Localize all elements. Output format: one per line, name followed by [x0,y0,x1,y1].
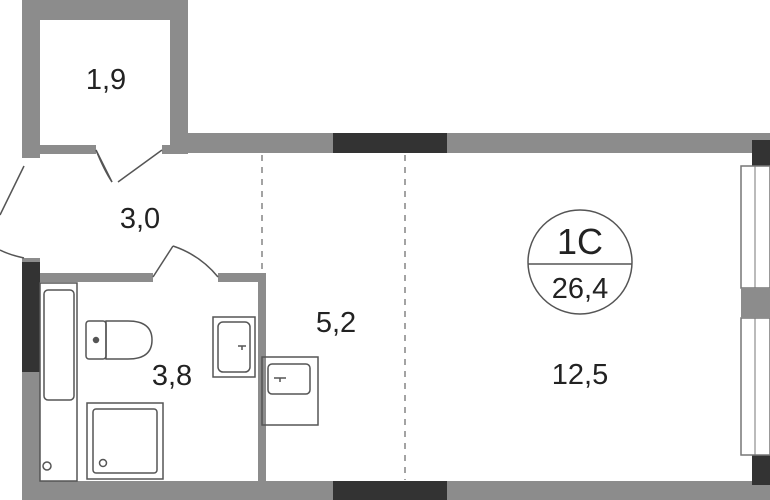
dashed-partitions [261,155,406,480]
window-right-mullion [741,288,770,318]
walls [22,0,770,500]
windows [22,133,770,500]
shower-tray-outer [86,402,164,480]
area-label-kitchen: 5,2 [316,307,356,339]
door-bathroom-arc [172,245,219,278]
area-label-bathroom: 3,8 [152,360,192,392]
wall-bathroom-top-right [218,273,266,282]
apartment-badge: 1С 26,4 [527,209,633,315]
apartment-total-area: 26,4 [552,273,608,305]
wall-bathroom-top-left [38,273,153,282]
doors [0,149,219,278]
bathtub [39,282,78,482]
wall-storage-right [170,0,188,152]
shower-icon [86,402,164,480]
bathtub-drain-icon [42,461,52,471]
window-left [22,262,40,372]
apartment-badge-circle [527,209,633,315]
window-right-2 [752,455,770,485]
washbasin-tap-icon [238,345,246,350]
wall-storage-bottom-left [38,145,96,154]
kitchen-counter [261,356,319,426]
wall-storage-left [22,0,40,158]
area-label-hallway: 3,0 [120,203,160,235]
wall-exterior-top [170,133,770,153]
door-storage-left-arc [95,149,113,183]
door-entrance-leaf [0,165,25,216]
shower-tray-inner [92,408,158,474]
toilet-icon [85,320,153,360]
door-storage-right [117,149,163,183]
window-top [333,133,447,153]
washbasin-outer [212,316,256,378]
toilet-button-icon [92,336,100,344]
door-bathroom-leaf [152,245,174,278]
kitchen-sink-icon [261,356,319,426]
window-bottom [333,481,447,500]
washbasin-inner [217,321,251,373]
toilet-bowl [105,320,153,360]
washbasin-icon [212,316,256,378]
bathtub-outer [39,282,78,482]
kitchen-sink-tap-icon [274,377,286,382]
bathtub-inner [43,289,75,401]
kitchen-sink-bowl [267,363,311,395]
area-label-living: 12,5 [552,359,608,391]
area-label-storage: 1,9 [86,64,126,96]
window-right-1 [752,140,770,166]
apartment-type: 1С [557,221,603,262]
shower-drain-icon [98,458,108,468]
wall-storage-top [22,0,188,20]
door-entrance-arc [0,249,25,259]
